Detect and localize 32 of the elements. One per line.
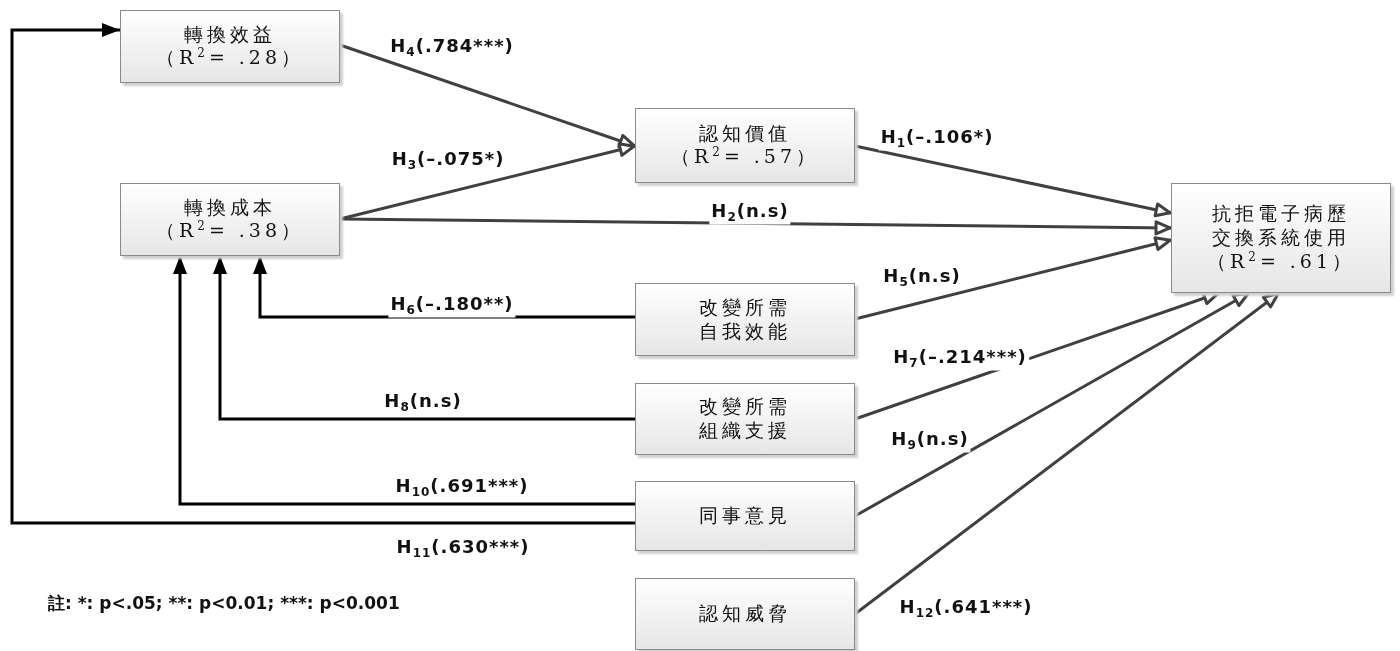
node-text: （R$^{2}$= .61） (1206, 249, 1356, 274)
node-text: 認知威脅 (699, 602, 791, 626)
node-text: 轉換成本 (184, 195, 276, 220)
arrow (854, 291, 1280, 616)
construct-box (1171, 183, 1391, 293)
arrow (253, 256, 635, 319)
construct-box (635, 383, 855, 455)
construct-box (120, 183, 340, 256)
node-text: （R$^{2}$= .38） (155, 219, 305, 244)
construct-box (635, 481, 855, 551)
arrow (173, 256, 635, 506)
arrow (854, 291, 1250, 518)
arrow (10, 23, 635, 525)
arrow (339, 43, 636, 149)
construct-box (635, 283, 855, 356)
note-text: 註: *: p<.05; **: p<0.01; ***: p<0.001 (48, 592, 400, 615)
node-text: 同事意見 (699, 504, 791, 528)
node-text: 改變所需自我效能 (698, 295, 792, 344)
node-text: 認知價值 (699, 121, 791, 146)
node-text: （R$^{2}$= .57） (670, 145, 820, 170)
node-text: （R$^{2}$= .28） (155, 46, 305, 71)
arrow (854, 144, 1172, 218)
arrow (340, 217, 1172, 236)
node-text: 抗拒電子病歷交換系統使用 (1211, 202, 1351, 250)
construct-box (635, 578, 855, 650)
node-text: 轉換效益 (184, 22, 276, 47)
construct-box (120, 10, 340, 83)
construct-box (635, 108, 855, 183)
arrow (339, 142, 636, 221)
arrow (854, 236, 1172, 321)
node-text: 改變所需組織支援 (698, 395, 792, 443)
arrow (213, 256, 635, 421)
